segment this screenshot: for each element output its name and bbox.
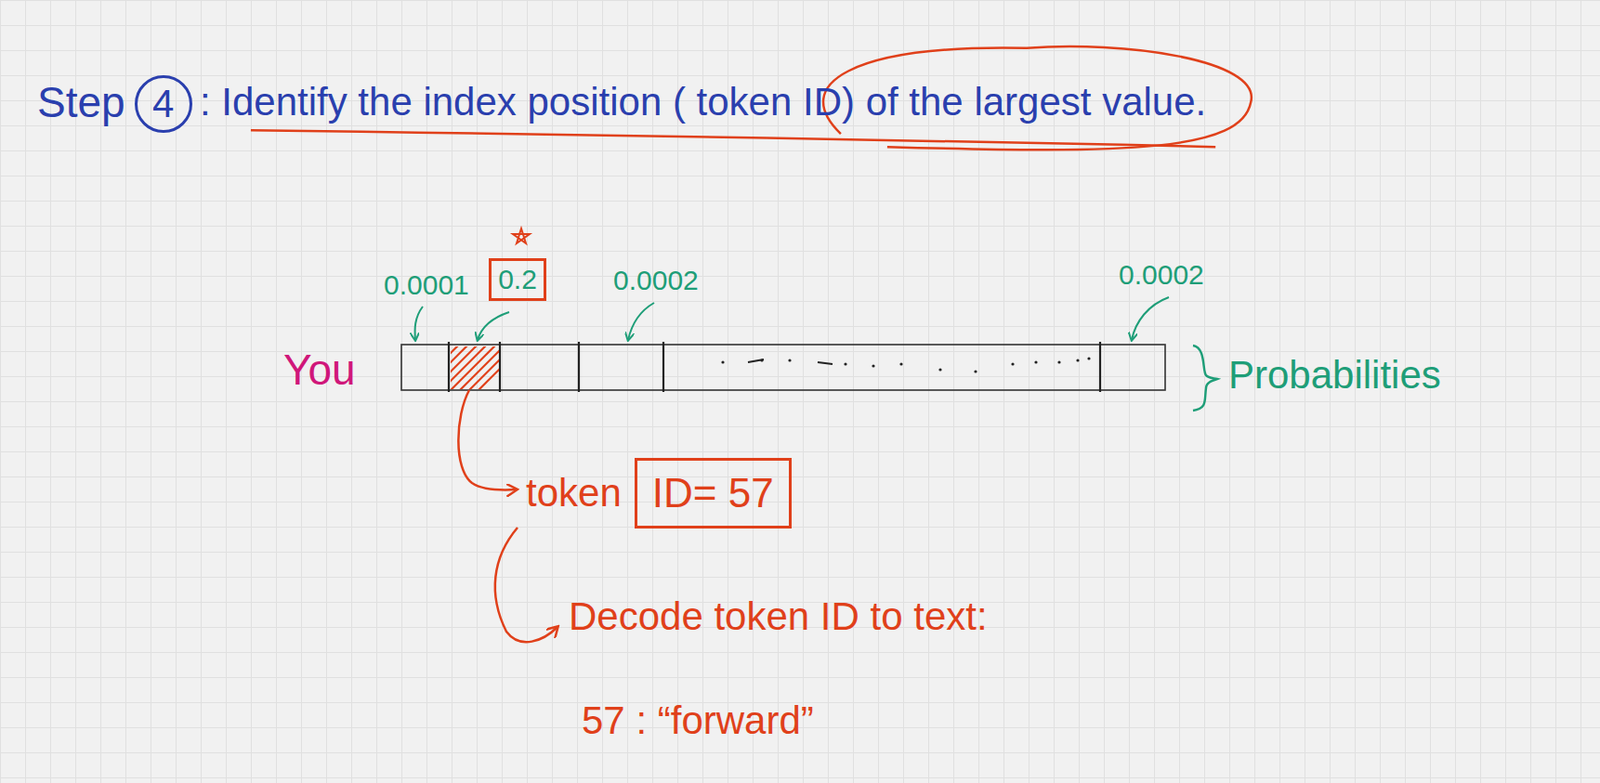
star-mark (512, 228, 530, 244)
box-heading: token (525, 471, 622, 516)
token-id: ID= 57 (634, 458, 792, 530)
flow-arrows (458, 390, 558, 643)
probabilities-label: Probabilities (1228, 353, 1442, 398)
step-circle: 4 (134, 75, 193, 133)
max-probability-box: 0.2 (488, 258, 547, 302)
underline (250, 130, 1216, 147)
brace (1193, 345, 1218, 411)
token-id-box: token ID= 57 (525, 458, 792, 530)
step-number: 4 (152, 81, 174, 127)
probability-bar (401, 341, 1166, 393)
probability-value: 0.0001 (383, 269, 470, 302)
probability-value: 0.2 (498, 263, 538, 297)
decode-note: Decode token ID to text: (568, 594, 988, 640)
title-text: : Identify the index position ( token ID… (199, 79, 1207, 125)
leader-arrows (415, 297, 1169, 341)
probability-value: 0.0002 (613, 264, 699, 298)
input-token: You (283, 345, 356, 395)
probability-value: 0.0002 (1118, 259, 1205, 292)
decoded-text: 57 : “forward” (581, 698, 814, 744)
step-label: Step (37, 78, 126, 128)
